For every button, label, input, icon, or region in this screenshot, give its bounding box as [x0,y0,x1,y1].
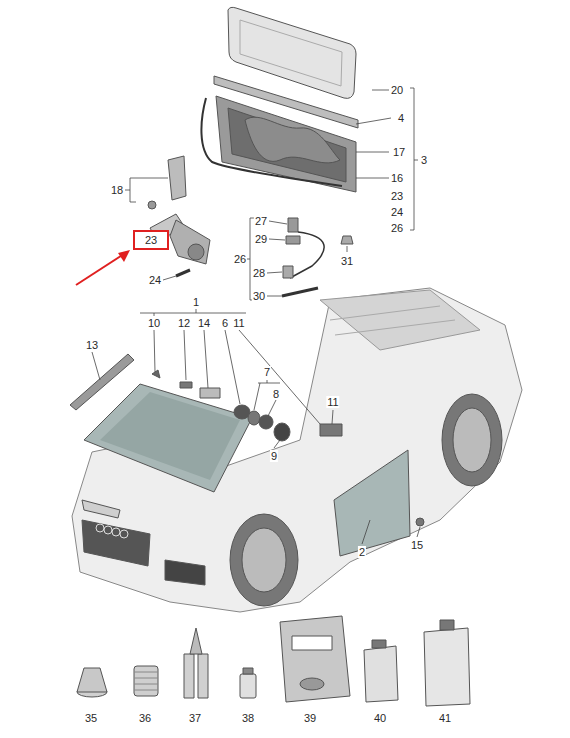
callout-number: 6 [221,317,229,329]
callout-number: 18 [110,184,124,196]
callout-number: 11 [326,396,339,408]
callout-number: 1 [192,296,200,308]
callout-number: 13 [85,339,99,351]
callout-number: 26 [390,222,404,234]
callout-number: 38 [241,712,255,724]
callout-number: 31 [340,255,354,267]
callout-number: 37 [188,712,202,724]
callout-number: 3 [420,154,428,166]
callout-number: 24 [148,274,162,286]
callout-number: 26 [233,253,247,265]
callout-number: 10 [147,317,161,329]
callout-number: 17 [392,146,406,158]
callout-number: 8 [272,388,280,400]
callout-number: 16 [390,172,404,184]
callout-number: 40 [373,712,387,724]
callout-number: 4 [397,112,405,124]
callout-number: 2 [358,546,366,558]
callout-number: 20 [390,84,404,96]
callout-number: 9 [270,450,278,462]
callout-number: 15 [410,539,424,551]
callout-number: 14 [197,317,211,329]
callout-number: 41 [438,712,452,724]
callout-number: 29 [254,233,268,245]
callout-number: 24 [390,206,404,218]
callout-number: 7 [263,366,271,378]
callout-number: 28 [252,267,266,279]
callout-number: 35 [84,712,98,724]
callout-number: 23 [145,234,157,246]
callout-number: 36 [138,712,152,724]
callout-number: 12 [177,317,191,329]
highlight-box: 23 [133,230,169,250]
callout-number: 11 [232,317,245,329]
callout-number: 39 [303,712,317,724]
callout-number: 30 [252,290,266,302]
callout-number: 27 [254,215,268,227]
callout-number: 23 [390,190,404,202]
